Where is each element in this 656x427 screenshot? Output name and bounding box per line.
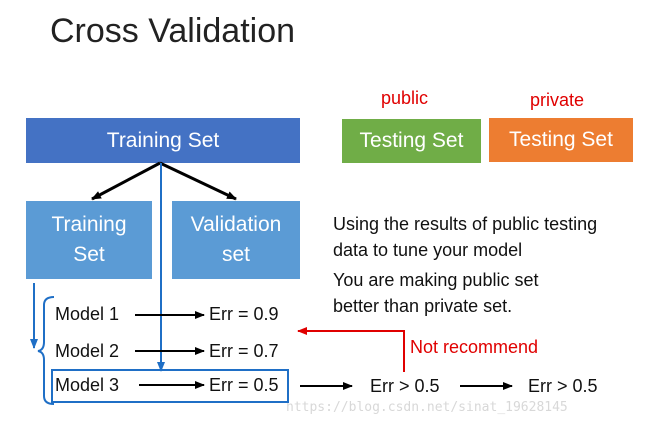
not-recommend-arrow (297, 327, 405, 372)
validation-set-box: Validation set (172, 201, 300, 279)
model-2-label: Model 2 (55, 341, 120, 361)
training-set-box: Training Set (26, 118, 300, 163)
model-3-label: Model 3 (55, 375, 120, 395)
note-line-4: better than private set. (333, 296, 513, 316)
public-testing-set-label: Testing Set (359, 129, 464, 152)
public-label: public (381, 88, 429, 108)
err-1-label: Err = 0.9 (209, 304, 279, 324)
models-brace (37, 296, 55, 405)
watermark: https://blog.csdn.net/sinat_19628145 (286, 400, 568, 415)
private-label: private (530, 90, 585, 110)
split-arrow-left (91, 161, 161, 201)
chain-err-1: Err > 0.5 (370, 376, 440, 396)
note-line-3: You are making public set (333, 270, 539, 290)
notes-block: Using the results of public testing data… (333, 211, 597, 319)
public-testing-set-box: Testing Set (342, 119, 481, 163)
err-3-label: Err = 0.5 (209, 375, 279, 395)
err-2-label: Err = 0.7 (209, 341, 279, 361)
sub-training-set-box: Training Set (26, 201, 152, 279)
model-1-label: Model 1 (55, 304, 120, 324)
training-set-label: Training Set (106, 128, 220, 152)
chain-err-2: Err > 0.5 (528, 376, 598, 396)
sub-training-set-label: Training Set (51, 213, 127, 266)
note-line-1: Using the results of public testing (333, 214, 598, 234)
note-line-2: data to tune your model (333, 240, 523, 260)
not-recommend-label: Not recommend (410, 337, 539, 357)
page-title: Cross Validation (50, 12, 296, 50)
private-testing-set-box: Testing Set (489, 118, 633, 162)
split-arrow-right (159, 161, 237, 201)
private-testing-set-label: Testing Set (509, 128, 613, 151)
validation-set-label: Validation set (190, 213, 282, 266)
